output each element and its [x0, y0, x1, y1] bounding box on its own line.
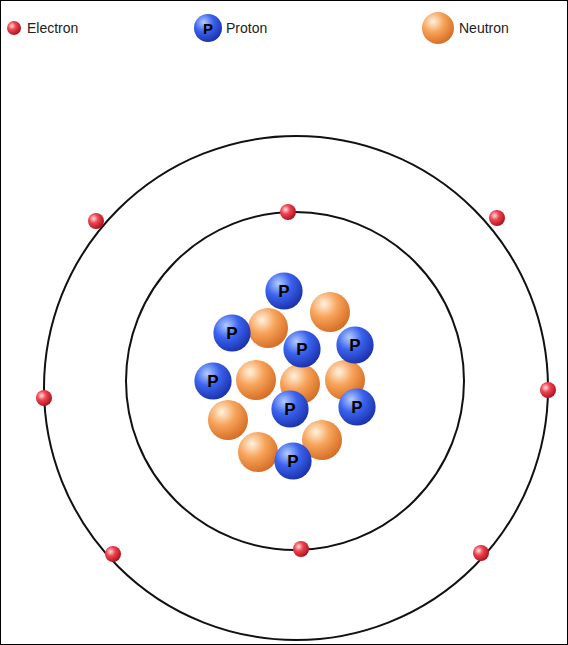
electron	[293, 541, 309, 557]
electron	[36, 390, 52, 406]
proton: P	[271, 390, 309, 428]
proton-circle	[338, 388, 375, 425]
proton: P	[283, 330, 321, 368]
proton-symbol: P	[336, 326, 374, 364]
legend-label: Proton	[226, 20, 267, 37]
proton: P	[213, 314, 251, 352]
proton: P	[194, 362, 232, 400]
legend-label: Neutron	[459, 20, 509, 37]
proton-symbol: P	[283, 330, 321, 368]
proton-symbol: P	[194, 362, 232, 400]
proton: P	[265, 272, 303, 310]
electron	[88, 213, 104, 229]
neutron-swatch	[421, 11, 455, 45]
proton-symbol: P	[271, 390, 309, 428]
legend-label: Electron	[27, 20, 78, 37]
swatch-circle	[7, 21, 21, 35]
neutron	[236, 360, 276, 400]
proton-symbol: P	[203, 21, 213, 36]
neutron	[310, 292, 350, 332]
proton-circle	[194, 362, 231, 399]
proton-symbol: P	[265, 272, 303, 310]
proton-symbol: P	[274, 442, 312, 480]
proton-circle	[336, 326, 373, 363]
proton-circle	[265, 272, 302, 309]
proton-circle	[213, 314, 250, 351]
neutron	[238, 432, 278, 472]
electron	[105, 546, 121, 562]
proton-circle	[271, 390, 308, 427]
electron	[540, 382, 556, 398]
neutron	[208, 400, 248, 440]
proton: P	[338, 388, 376, 426]
electrons	[36, 204, 556, 562]
electron	[489, 210, 505, 226]
electron-swatch	[6, 20, 22, 36]
outer-shell	[44, 136, 548, 640]
neutron	[248, 308, 288, 348]
inner-shell	[126, 212, 464, 550]
proton-circle	[283, 330, 320, 367]
proton-symbol: P	[338, 388, 376, 426]
electron	[473, 545, 489, 561]
proton-symbol: P	[213, 314, 251, 352]
proton: P	[336, 326, 374, 364]
proton: P	[274, 442, 312, 480]
proton-circle	[274, 442, 311, 479]
swatch-circle	[194, 14, 222, 42]
electron	[280, 204, 296, 220]
swatch-circle	[422, 12, 454, 44]
legend-entry: Neutron	[0, 0, 568, 60]
